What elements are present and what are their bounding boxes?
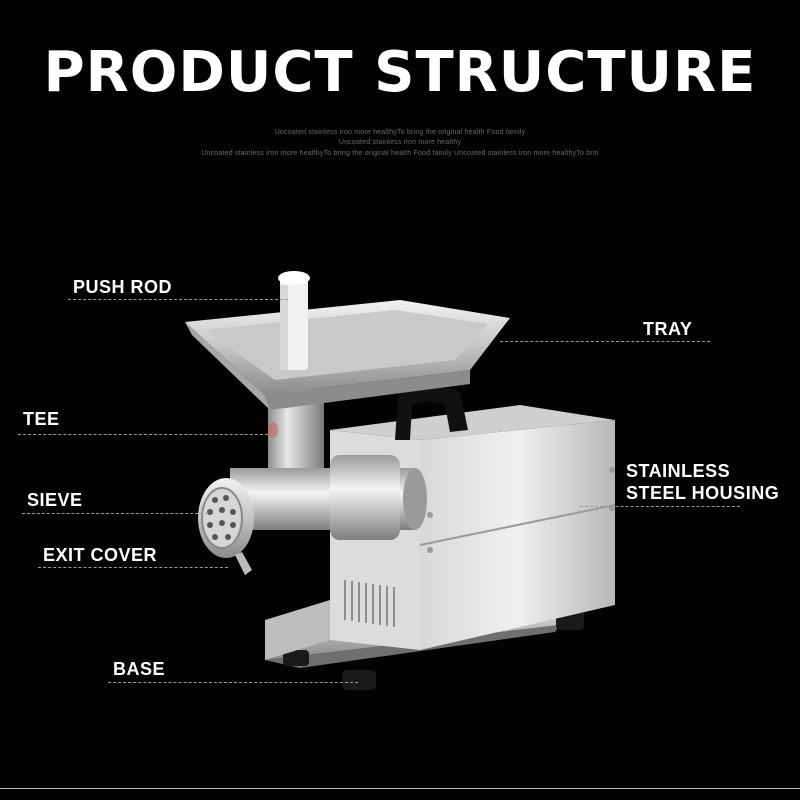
label-exit-cover: EXIT COVER [43,545,158,565]
label-stainless-housing: STAINLESS STEEL HOUSING [626,461,780,503]
leader-tee [18,434,278,435]
leader-sieve [22,513,208,514]
foot [283,650,309,666]
label-base: BASE [113,659,166,679]
subtitle-line-3: Uncoated stainless iron more healthyTo b… [201,150,599,157]
leader-tray [500,341,710,342]
subtitle-line-2: Uncoated stainless iron more healthy [338,139,462,146]
leader-stainless-housing [580,506,740,507]
foot [342,670,376,690]
sieve-plate [201,487,243,549]
leader-base [108,682,358,683]
leader-push-rod [68,299,288,300]
housing-side [420,420,615,650]
label-tray: TRAY [643,319,693,339]
page-title: PRODUCT STRUCTURE [43,40,757,105]
label-sieve: SIEVE [27,490,83,510]
label-push-rod: PUSH ROD [73,277,173,297]
leader-exit-cover [38,567,228,568]
subtitle-line-1: Uncoated stainless iron more healthyTo b… [274,129,526,136]
bottom-divider [0,788,800,789]
label-tee: TEE [23,409,60,429]
carry-handle [395,386,468,440]
